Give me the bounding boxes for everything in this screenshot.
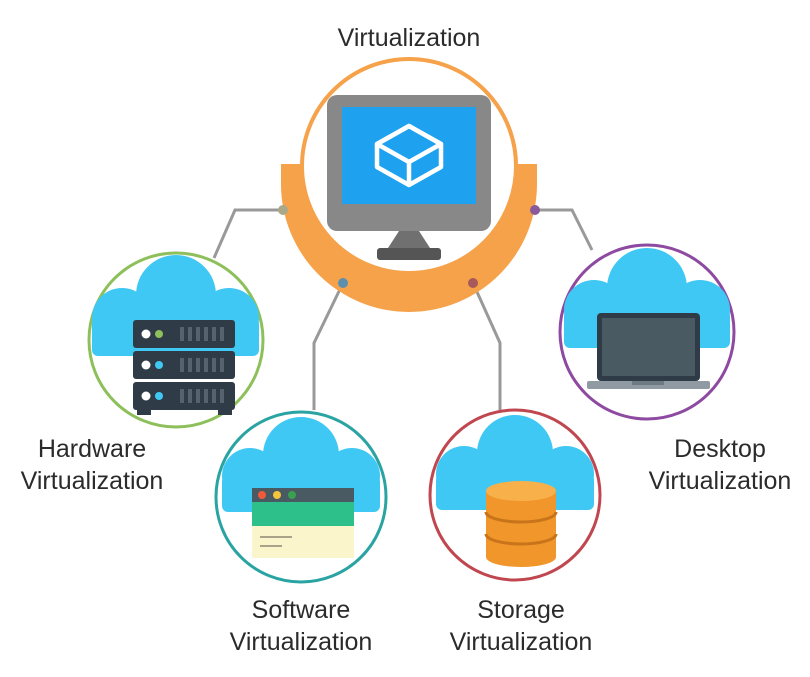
software-label-line2: Virtualization [229, 628, 373, 656]
browser-window-icon [252, 488, 354, 558]
desktop-label-line2: Virtualization [648, 467, 792, 495]
connector-software [312, 282, 345, 410]
monitor-icon [327, 95, 491, 260]
page-title: Virtualization [337, 24, 481, 52]
hardware-node [87, 251, 265, 429]
connector-hardware [212, 208, 283, 259]
desktop-label-line1: Desktop [674, 435, 766, 463]
storage-node [428, 408, 602, 582]
database-icon [484, 481, 558, 567]
hub-dot-right [530, 205, 540, 215]
storage-label: Storage Virtualization [426, 594, 616, 658]
hardware-label-line2: Virtualization [20, 467, 164, 495]
server-rack-icon [133, 320, 235, 415]
hub-dot-lower-left [338, 278, 348, 288]
hub-dot-lower-right [468, 278, 478, 288]
desktop-label: Desktop Virtualization [630, 433, 810, 497]
software-node [214, 410, 388, 584]
hardware-label: Hardware Virtualization [2, 433, 182, 497]
software-label: Software Virtualization [206, 594, 396, 658]
storage-label-line1: Storage [477, 596, 565, 624]
connector-storage [471, 282, 502, 410]
hub-dot-left [278, 205, 288, 215]
connector-lines [212, 208, 594, 410]
desktop-node [558, 243, 736, 421]
software-label-line1: Software [251, 596, 351, 624]
hub-node [278, 57, 540, 312]
storage-label-line2: Virtualization [449, 628, 593, 656]
box-logo-icon [374, 123, 444, 188]
connector-desktop [535, 208, 594, 251]
laptop-icon [587, 313, 710, 389]
hardware-label-line1: Hardware [37, 435, 147, 463]
